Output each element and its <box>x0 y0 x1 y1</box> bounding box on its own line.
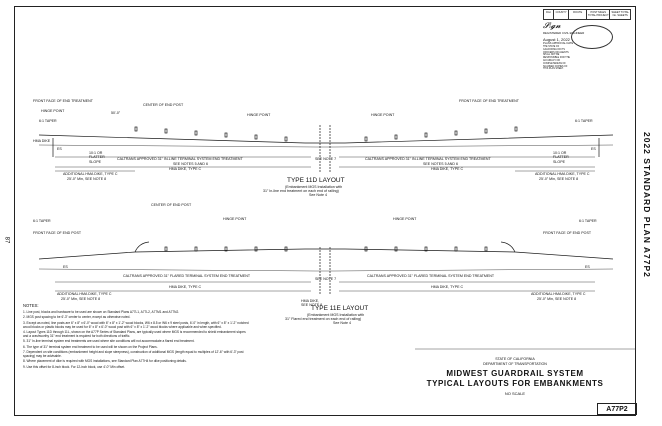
note-item: 2. MGS post spacing to be 6'-3" center t… <box>23 315 131 320</box>
header-cell: ROUTE <box>569 10 588 19</box>
hinge-11e-right: HINGE POINT <box>393 217 417 221</box>
min-25-11e-right: 25'-0" Min, SEE NOTE 8 <box>537 297 577 301</box>
es-right: ES <box>591 147 596 151</box>
layout-11d-sub1: (Embankment MGS Installation with <box>285 185 343 189</box>
taper-11e-left: 6:1 TAPER <box>33 219 51 223</box>
notes-title: NOTES: <box>23 303 39 308</box>
hinge-mid: HINGE POINT <box>247 113 271 117</box>
min-25-left: 25'-0" Min, SEE NOTE 8 <box>67 177 107 181</box>
see-note-7-11e: SEE NOTE 7 <box>315 277 337 281</box>
engineer-seal-icon <box>571 25 613 49</box>
flared-right: CALTRANS APPROVED 31" FLARED TERMINAL SY… <box>367 274 495 278</box>
min-25-11e-left: 25'-0" Min, SEE NOTE 8 <box>61 297 101 301</box>
inline-right: CALTRANS APPROVED 31" IN-LINE TERMINAL S… <box>365 157 491 161</box>
notes-list: 1. Line post, blocks and hardware to be … <box>23 310 251 371</box>
dept-label: DEPARTMENT OF TRANSPORTATION <box>483 362 547 366</box>
hinge-11e-left: HINGE POINT <box>223 217 247 221</box>
hma-dike: HMA DIKE <box>33 139 51 143</box>
taper-right: 6:1 TAPER <box>575 119 593 123</box>
layout-11e-sub1: (Embankment MGS Installation with <box>307 313 365 317</box>
additional-hma-right: ADDITIONAL HMA DIKE, TYPE C <box>535 172 590 176</box>
drawing-sheet: Dist COUNTY ROUTE POST MILES TOTAL PROJE… <box>3 6 652 416</box>
layout-11e-sub2: 31" Flared end treatment on each end of … <box>285 317 362 321</box>
layout-11e-title: TYPE 11E LAYOUT <box>311 305 369 312</box>
header-cell: COUNTY <box>554 10 570 19</box>
side-title: 2022 STANDARD PLAN A77P2 <box>642 132 652 278</box>
see-note-7: SEE NOTE 7 <box>315 157 337 161</box>
sheet-number: A77P2 <box>597 403 637 415</box>
signature: 𝓢ᵢ𝓰𝓷 <box>543 21 561 30</box>
layout-11d-sub3: See Note 4 <box>309 193 327 197</box>
note-item: 3. Except as noted, line posts are 6" x … <box>23 320 249 329</box>
note-item: 5. 31" In-line terminal system end treat… <box>23 339 195 344</box>
note-item: 4. Layout Types 11D through 11L, shown o… <box>23 329 246 338</box>
es-11e-left: ES <box>63 265 68 269</box>
header-cell: Dist <box>544 10 554 19</box>
min-25-right: 25'-0" Min, SEE NOTE 8 <box>539 177 579 181</box>
hma-type-c-left: HMA DIKE, TYPE C <box>169 167 202 171</box>
hma-type-c-11e-right: HMA DIKE, TYPE C <box>431 285 464 289</box>
hinge-left: HINGE POINT <box>41 109 65 113</box>
front-face-right: FRONT FACE OF END TREATMENT <box>459 99 519 103</box>
front-face-left: FRONT FACE OF END TREATMENT <box>33 99 93 103</box>
taper-left: 6:1 TAPER <box>39 119 57 123</box>
es-11e-right: ES <box>585 265 590 269</box>
layout-11e-sub3: See Note 4 <box>333 321 351 325</box>
disclaimer: THE STATE OF CALIFORNIA OR ITS OFFICERS … <box>543 46 570 71</box>
flared-left: CALTRANS APPROVED 31" FLARED TERMINAL SY… <box>123 274 251 278</box>
rail-11d <box>38 134 614 144</box>
layout-11d-title: TYPE 11D LAYOUT <box>287 177 345 184</box>
dim-50: 50'-0" <box>111 111 121 115</box>
approval-date: August 1, 2022 <box>543 37 570 42</box>
center-end-post: CENTER OF END POST <box>143 103 184 107</box>
front-end-post-left: FRONT FACE OF END POST <box>33 231 82 235</box>
title-line-2: TYPICAL LAYOUTS FOR EMBANKMENTS <box>426 379 604 388</box>
es-left: ES <box>57 147 62 151</box>
hma-type-c-right: HMA DIKE, TYPE C <box>431 167 464 171</box>
note-item: 8. Where placement of dike is required w… <box>23 359 187 364</box>
additional-hma-left: ADDITIONAL HMA DIKE, TYPE C <box>63 172 118 176</box>
additional-hma-11e-right: ADDITIONAL HMA DIKE, TYPE C <box>531 292 586 296</box>
hma-type-c-11e-left: HMA DIKE, TYPE C <box>169 285 202 289</box>
header-cell: POST MILES TOTAL PROJECT <box>587 10 611 19</box>
state-label: STATE OF CALIFORNIA <box>495 357 535 361</box>
header-cell: SHEET TOTAL No. SHEETS <box>611 11 629 17</box>
scale-label: NO SCALE <box>504 391 526 396</box>
taper-11e-right: 6:1 TAPER <box>579 219 597 223</box>
page-number: 87 <box>3 236 10 244</box>
note-item: 9. Use this offset for 8-inch block. For… <box>23 364 126 369</box>
header-table: Dist COUNTY ROUTE POST MILES TOTAL PROJE… <box>543 9 631 20</box>
layout-11d-sub2: 31" In-line end treatment on each end of… <box>263 189 339 193</box>
additional-hma-11e-left: ADDITIONAL HMA DIKE, TYPE C <box>57 292 112 296</box>
title-line-1: MIDWEST GUARDRAIL SYSTEM <box>446 369 584 378</box>
approval-label: PLANS APPROVAL DATE <box>543 42 574 45</box>
flatter-slope-left: 10:1 OR FLATTER SLOPE <box>89 151 105 164</box>
front-end-post-right: FRONT FACE OF END POST <box>543 231 592 235</box>
hma-dike-note8: HMA DIKE, SEE NOTE 8 <box>301 299 323 308</box>
engineer-role: REGISTERED CIVIL ENGINEER <box>543 31 585 35</box>
inline-left: CALTRANS APPROVED 31" IN-LINE TERMINAL S… <box>117 157 243 161</box>
hinge-right: HINGE POINT <box>371 113 395 117</box>
note-item: 6. The type of 31" terminal system end t… <box>23 344 158 349</box>
see-notes-left: SEE NOTES 5 AND 6 <box>173 162 208 166</box>
flatter-slope-right: 10:1 OR FLATTER SLOPE <box>553 151 569 164</box>
rail-11e <box>38 248 614 260</box>
layout-drawing <box>38 125 635 350</box>
center-end-post-11e: CENTER OF END POST <box>151 203 192 207</box>
see-notes-right: SEE NOTES 5 AND 6 <box>423 162 458 166</box>
note-item: 1. Line post, blocks and hardware to be … <box>23 310 180 314</box>
note-item: 7. Dependent on site conditions (embankm… <box>23 349 244 358</box>
